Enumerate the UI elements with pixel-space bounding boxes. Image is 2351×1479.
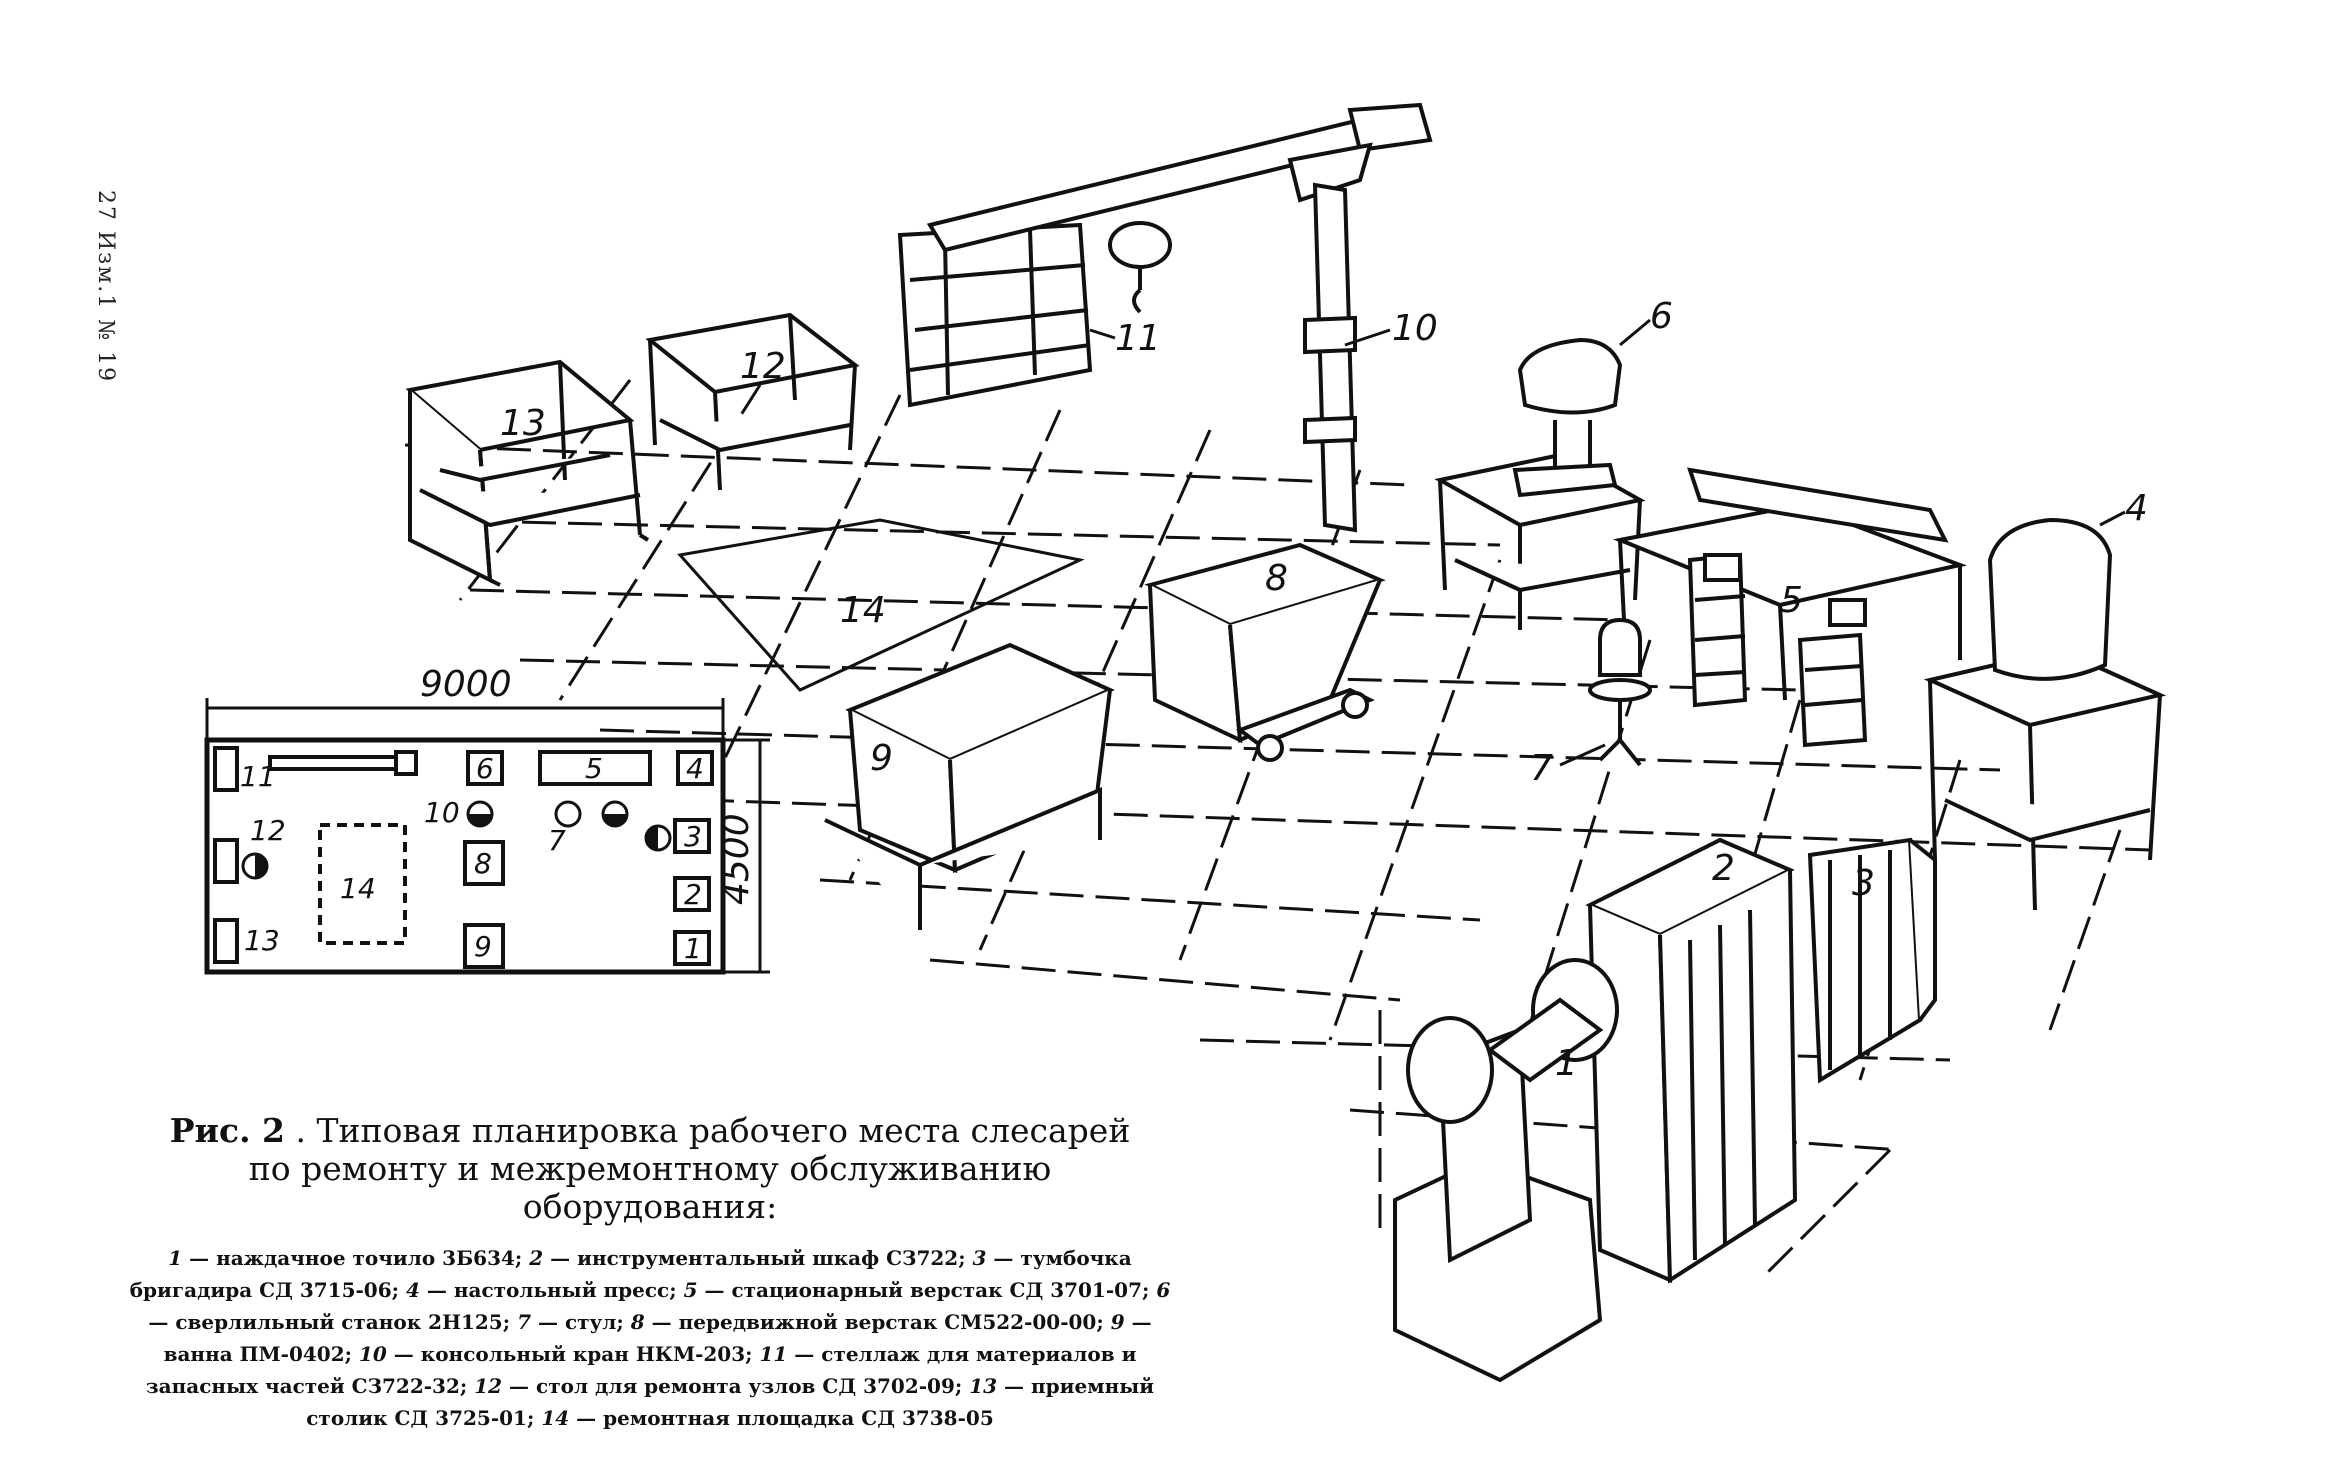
drilling-machine-6 <box>1434 337 1646 630</box>
legend-item-number: 12 <box>474 1374 503 1398</box>
legend-item-text: ремонтная площадка СД 3738-05 <box>603 1406 994 1430</box>
legend-item: 9 — ванна ПМ-0402; <box>163 1310 1152 1366</box>
plan-label-11: 11 <box>240 760 276 793</box>
scene-label-6: 6 <box>1650 296 1673 337</box>
mobile-workbench-8 <box>1144 542 1386 762</box>
legend-item-text: инструментальный шкаф СЗ722; <box>577 1246 966 1270</box>
scene-label-8: 8 <box>1265 558 1288 599</box>
legend-item-text: наждачное точило 3Б634; <box>216 1246 523 1270</box>
legend-item-number: 6 <box>1156 1278 1171 1302</box>
scene-labels: 1 2 3 4 5 6 7 8 9 10 11 12 13 14 <box>500 296 2148 1084</box>
legend-item: 8 — передвижной верстак СМ522-00-00; <box>630 1310 1104 1334</box>
plan-label-2: 2 <box>684 878 702 911</box>
legend-item-text: стеллаж для материалов и запасных частей… <box>145 1342 1137 1398</box>
plan-label-5: 5 <box>585 752 603 785</box>
scene-label-9: 9 <box>870 738 893 779</box>
scene-label-1: 1 <box>1555 1043 1578 1084</box>
plan-label-1: 1 <box>684 932 702 965</box>
legend-item-number: 2 <box>529 1246 544 1270</box>
repair-table-12 <box>645 312 860 491</box>
legend-item-number: 7 <box>517 1310 531 1334</box>
legend-item-text: тумбочка бригадира СД 3715-06; <box>129 1246 1132 1302</box>
plan-label-13: 13 <box>244 924 280 957</box>
legend-item: 12 — стол для ремонта узлов СД 3702-09; <box>474 1374 963 1398</box>
legend-item-number: 10 <box>358 1342 387 1366</box>
bench-press-4 <box>1923 517 2167 911</box>
legend-item: 10 — консольный кран НКМ-203; <box>358 1342 753 1366</box>
scene-label-10: 10 <box>1392 308 1438 349</box>
legend-item: 4 — настольный пресс; <box>405 1278 677 1302</box>
legend-item-text: консольный кран НКМ-203; <box>420 1342 753 1366</box>
plan-label-7: 7 <box>548 824 566 857</box>
legend-item-text: сверлильный станок 2Н125; <box>175 1310 511 1334</box>
legend-item: 1 — наждачное точило 3Б634; <box>168 1246 523 1270</box>
legend-item-number: 9 <box>1110 1310 1125 1334</box>
caption-legend: 1 — наждачное точило 3Б634; 2 — инструме… <box>120 1242 1180 1434</box>
scene-label-11: 11 <box>1115 318 1161 359</box>
scene-label-7: 7 <box>1530 748 1553 789</box>
scene-label-5: 5 <box>1780 580 1803 621</box>
reception-table-13 <box>405 359 650 587</box>
scene-label-12: 12 <box>740 346 786 387</box>
legend-item-number: 5 <box>683 1278 698 1302</box>
plan-label-3: 3 <box>684 820 702 853</box>
legend-item: 6 — сверлильный станок 2Н125; <box>148 1278 1171 1334</box>
legend-item: 7 — стул; <box>517 1310 624 1334</box>
chair-7 <box>1588 617 1652 767</box>
legend-item-text: стол для ремонта узлов СД 3702-09; <box>536 1374 963 1398</box>
legend-item: 5 — стационарный верстак СД 3701-07; <box>683 1278 1150 1302</box>
scene-label-13: 13 <box>500 403 546 444</box>
legend-item-text: приемный столик СД 3725-01; <box>306 1374 1155 1430</box>
plan-label-6: 6 <box>476 752 494 785</box>
jib-crane-10 <box>926 102 1433 533</box>
legend-item-text: стационарный верстак СД 3701-07; <box>731 1278 1150 1302</box>
floor-plan-inset: 9000 4500 1 2 3 <box>204 664 770 975</box>
shelving-11 <box>897 222 1093 408</box>
plan-label-12: 12 <box>250 814 286 847</box>
legend-item-number: 1 <box>168 1246 183 1270</box>
figure-number: Рис. 2 <box>169 1111 286 1150</box>
caption-title: Рис. 2 . Типовая планировка рабочего мес… <box>120 1112 1180 1226</box>
legend-item-number: 3 <box>972 1246 987 1270</box>
legend-item-number: 8 <box>630 1310 645 1334</box>
plan-label-14: 14 <box>340 872 376 905</box>
scene-leader-lines <box>1089 318 2126 767</box>
repair-platform-14 <box>677 518 1085 692</box>
plan-dim-height: 4500 <box>716 813 757 905</box>
legend-item-text: ванна ПМ-0402; <box>163 1342 353 1366</box>
legend-item-number: 13 <box>969 1374 998 1398</box>
plan-label-9: 9 <box>474 930 492 963</box>
scene-label-14: 14 <box>840 590 886 631</box>
legend-item-text: передвижной верстак СМ522-00-00; <box>678 1310 1104 1334</box>
caption-title-line2: по ремонту и межремонтному обслуживанию … <box>248 1149 1052 1226</box>
legend-item: 14 — ремонтная площадка СД 3738-05 <box>541 1406 994 1430</box>
scene-label-3: 3 <box>1852 863 1875 904</box>
legend-item-number: 14 <box>541 1406 570 1430</box>
plan-dim-width: 9000 <box>420 664 512 705</box>
scene-label-4: 4 <box>2125 488 2148 529</box>
scene-label-2: 2 <box>1712 848 1735 889</box>
legend-item: 11 — стеллаж для материалов и запасных ч… <box>145 1342 1137 1398</box>
legend-item-text: настольный пресс; <box>453 1278 677 1302</box>
plan-label-4: 4 <box>686 752 704 785</box>
legend-item-number: 4 <box>405 1278 420 1302</box>
grinder-1 <box>1393 958 1619 1383</box>
legend-item-text: стул; <box>564 1310 624 1334</box>
plan-label-8: 8 <box>474 847 492 880</box>
foreman-cabinet-3 <box>1807 837 1937 1084</box>
plan-label-10: 10 <box>424 796 460 829</box>
legend-item: 13 — приемный столик СД 3725-01; <box>306 1374 1155 1430</box>
caption-title-line1: . Типовая планировка рабочего места слес… <box>295 1111 1131 1150</box>
workbench-5 <box>1613 467 1968 748</box>
tool-cabinet-2 <box>1585 837 1798 1284</box>
legend-item: 2 — инструментальный шкаф СЗ722; <box>529 1246 966 1270</box>
legend-item: 3 — тумбочка бригадира СД 3715-06; <box>129 1246 1132 1302</box>
legend-item-number: 11 <box>759 1342 788 1366</box>
bath-9 <box>824 642 1115 930</box>
figure-caption: Рис. 2 . Типовая планировка рабочего мес… <box>120 1112 1180 1434</box>
